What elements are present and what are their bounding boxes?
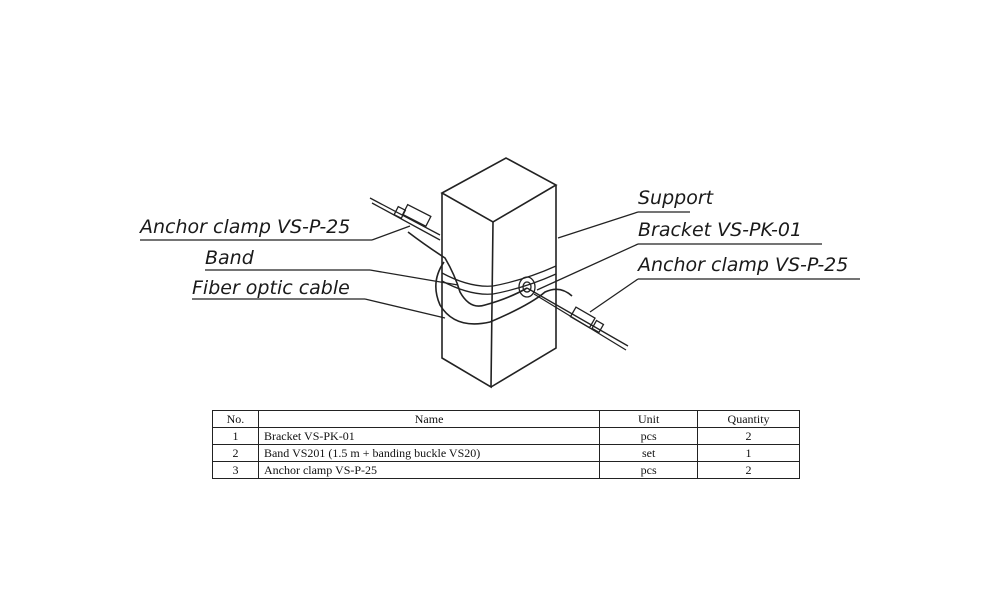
label-support: Support (638, 187, 715, 209)
specification-table: No. Name Unit Quantity 1 Bracket VS-PK-0… (212, 410, 800, 479)
cell-quantity: 1 (697, 444, 800, 462)
table-header-row: No. Name Unit Quantity (212, 410, 800, 428)
cell-no: 3 (212, 461, 259, 479)
header-quantity: Quantity (697, 410, 800, 428)
label-anchor-clamp-right: Anchor clamp VS-P-25 (636, 254, 848, 276)
support-pillar (440, 157, 558, 389)
cell-no: 1 (212, 427, 259, 445)
cell-quantity: 2 (697, 427, 800, 445)
table-row: 2 Band VS201 (1.5 m + banding buckle VS2… (212, 444, 800, 462)
label-anchor-clamp-left: Anchor clamp VS-P-25 (138, 216, 350, 238)
label-fiber-optic-cable: Fiber optic cable (192, 277, 350, 299)
cell-name: Anchor clamp VS-P-25 (257, 461, 601, 479)
cell-unit: pcs (599, 461, 699, 479)
label-band: Band (205, 247, 255, 269)
left-anchor-assembly (369, 197, 441, 241)
header-unit: Unit (599, 410, 699, 428)
table-row: 1 Bracket VS-PK-01 pcs 2 (212, 427, 800, 445)
cell-no: 2 (212, 444, 259, 462)
cell-unit: set (599, 444, 699, 462)
right-anchor-assembly (526, 287, 629, 351)
table-row: 3 Anchor clamp VS-P-25 pcs 2 (212, 461, 800, 479)
cell-name: Band VS201 (1.5 m + banding buckle VS20) (257, 444, 601, 462)
label-bracket: Bracket VS-PK-01 (638, 219, 802, 241)
fiber-optic-cable (407, 231, 573, 325)
bracket (518, 276, 536, 298)
header-name: Name (257, 410, 601, 428)
leader-lines (140, 211, 860, 319)
cell-quantity: 2 (697, 461, 800, 479)
header-no: No. (212, 410, 259, 428)
cell-name: Bracket VS-PK-01 (257, 427, 601, 445)
cell-unit: pcs (599, 427, 699, 445)
